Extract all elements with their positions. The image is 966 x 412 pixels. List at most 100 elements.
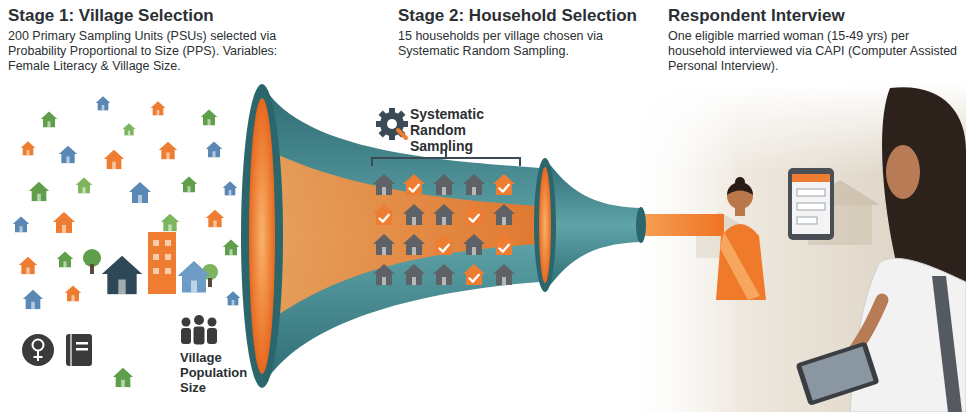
female-literacy-icons xyxy=(66,334,92,366)
selection-bracket xyxy=(372,158,520,166)
household-grid xyxy=(433,234,455,255)
funnel-stage-one xyxy=(241,84,540,388)
village-houses xyxy=(153,268,159,274)
village-houses xyxy=(206,142,223,158)
funnel-stage-two xyxy=(636,207,646,243)
stage-heading: Respondent Interview xyxy=(668,6,958,26)
village-houses xyxy=(151,101,166,115)
tablet-form xyxy=(788,168,834,240)
village-houses xyxy=(153,240,159,246)
funnel-stage-one xyxy=(262,84,540,388)
household-grid xyxy=(433,204,455,225)
household-grid xyxy=(373,174,515,285)
stage-heading: Stage 2: Household Selection xyxy=(398,6,668,26)
household-grid xyxy=(493,234,515,255)
village-houses xyxy=(76,178,93,194)
village-houses xyxy=(223,181,238,195)
village-houses xyxy=(208,278,212,287)
population-icon xyxy=(194,327,205,345)
female-literacy-icons xyxy=(34,356,43,358)
funnel-stage-one xyxy=(268,150,540,322)
household-grid xyxy=(463,264,485,285)
household-grid xyxy=(373,174,395,195)
gear-icon xyxy=(398,130,406,138)
village-houses xyxy=(104,150,124,169)
funnel-stage-one xyxy=(249,98,275,374)
stage-description: One eligible married woman (15-49 yrs) p… xyxy=(668,29,958,74)
household-grid xyxy=(493,264,515,285)
tablet-form xyxy=(788,168,834,240)
gear-icon xyxy=(387,119,397,129)
village-houses xyxy=(201,110,218,126)
tablet-form xyxy=(797,203,825,210)
village-houses xyxy=(165,268,171,274)
funnel-stage-two xyxy=(640,214,724,236)
household-grid xyxy=(403,204,425,225)
village-houses xyxy=(181,177,198,193)
village-houses xyxy=(161,214,179,232)
respondent-figure xyxy=(716,177,766,300)
respondent-figure xyxy=(735,177,745,187)
respondent-figure xyxy=(720,232,760,300)
funnel-stage-two xyxy=(545,158,640,292)
stage-description: 15 households per village chosen via Sys… xyxy=(398,29,653,59)
female-literacy-icons xyxy=(113,368,133,387)
female-literacy-icons xyxy=(70,334,72,366)
village-houses xyxy=(29,182,49,201)
village-houses xyxy=(13,217,30,233)
gear-icon xyxy=(376,108,408,140)
village-houses xyxy=(21,141,36,155)
interviewer-photo xyxy=(796,341,880,406)
village-houses xyxy=(53,212,75,233)
household-grid xyxy=(403,234,425,255)
tablet-form xyxy=(797,217,817,224)
respondent-figure xyxy=(716,224,766,300)
village-houses xyxy=(165,254,171,260)
village-houses xyxy=(59,146,77,164)
household-grid xyxy=(373,264,395,285)
household-grid xyxy=(403,264,425,285)
village-houses xyxy=(23,290,43,309)
household-grid xyxy=(493,204,515,225)
interviewer-photo xyxy=(886,145,920,199)
household-grid xyxy=(433,264,455,285)
funnel-stage-two xyxy=(534,158,724,292)
household-grid xyxy=(463,234,485,255)
village-houses xyxy=(153,254,159,260)
population-icon xyxy=(194,315,204,325)
female-literacy-icons xyxy=(33,340,44,351)
interviewer-photo xyxy=(796,341,880,406)
female-literacy-icons xyxy=(22,334,54,366)
population-icon xyxy=(181,315,217,345)
household-grid xyxy=(373,204,395,225)
funnel-stage-two xyxy=(534,158,556,292)
funnel-stage-two xyxy=(539,167,551,283)
village-houses xyxy=(165,240,171,246)
female-literacy-icons xyxy=(76,342,88,345)
village-houses xyxy=(102,256,142,294)
gear-icon xyxy=(379,111,406,138)
village-houses xyxy=(41,112,58,128)
village-houses xyxy=(148,232,176,294)
gear-icon xyxy=(376,108,408,140)
female-literacy-icons xyxy=(22,334,133,387)
village-houses xyxy=(19,257,37,275)
photo-background xyxy=(620,84,966,412)
village-houses xyxy=(223,240,240,256)
stage-description: 200 Primary Sampling Units (PSUs) select… xyxy=(8,29,308,74)
household-grid xyxy=(493,174,515,195)
village-houses xyxy=(123,123,136,135)
household-grid xyxy=(433,174,455,195)
population-icon xyxy=(182,318,191,327)
household-grid xyxy=(463,174,485,195)
village-houses xyxy=(13,96,241,309)
stage-heading: Stage 1: Village Selection xyxy=(8,6,338,26)
gear-icon xyxy=(379,111,406,138)
village-houses xyxy=(129,182,151,203)
tablet-form xyxy=(797,189,825,196)
village-houses xyxy=(57,252,74,268)
interviewer-photo xyxy=(796,87,966,412)
interviewer-photo xyxy=(802,347,874,401)
household-grid xyxy=(373,234,395,255)
tablet-form xyxy=(792,174,830,234)
